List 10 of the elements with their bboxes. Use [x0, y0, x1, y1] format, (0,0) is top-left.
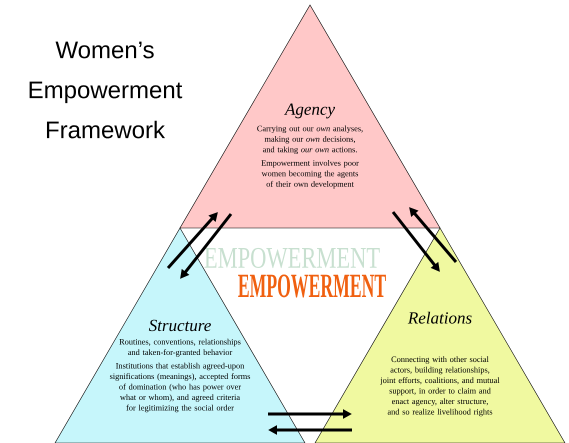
description: Routines, conventions, relationships and taken-for-granted behavior	[119, 338, 241, 357]
heading: Agency	[284, 104, 336, 118]
title: Women’s Empowerment Framework	[30, 42, 182, 138]
description: Institutions that establish agreed-upon significations (meanings), accepted forms of domination (who has power over what or whom), and agreed criteria for legitimizing the social order	[110, 362, 250, 412]
description: Empowerment involves poor women becoming the agents of their own development	[261, 160, 359, 188]
description: Carrying out our own analyses, making our own decisions, and taking our own actions.	[257, 125, 363, 154]
heading: Structure	[148, 320, 211, 332]
description: Connecting with other social actors, building relationships, joint efforts, coalitions, and mutual support, in order to claim and enact agency, alter structure, and so realize livelihood rights	[380, 356, 500, 416]
word-art: EMPOWERMENT	[238, 274, 386, 298]
heading: Relations	[408, 312, 472, 324]
